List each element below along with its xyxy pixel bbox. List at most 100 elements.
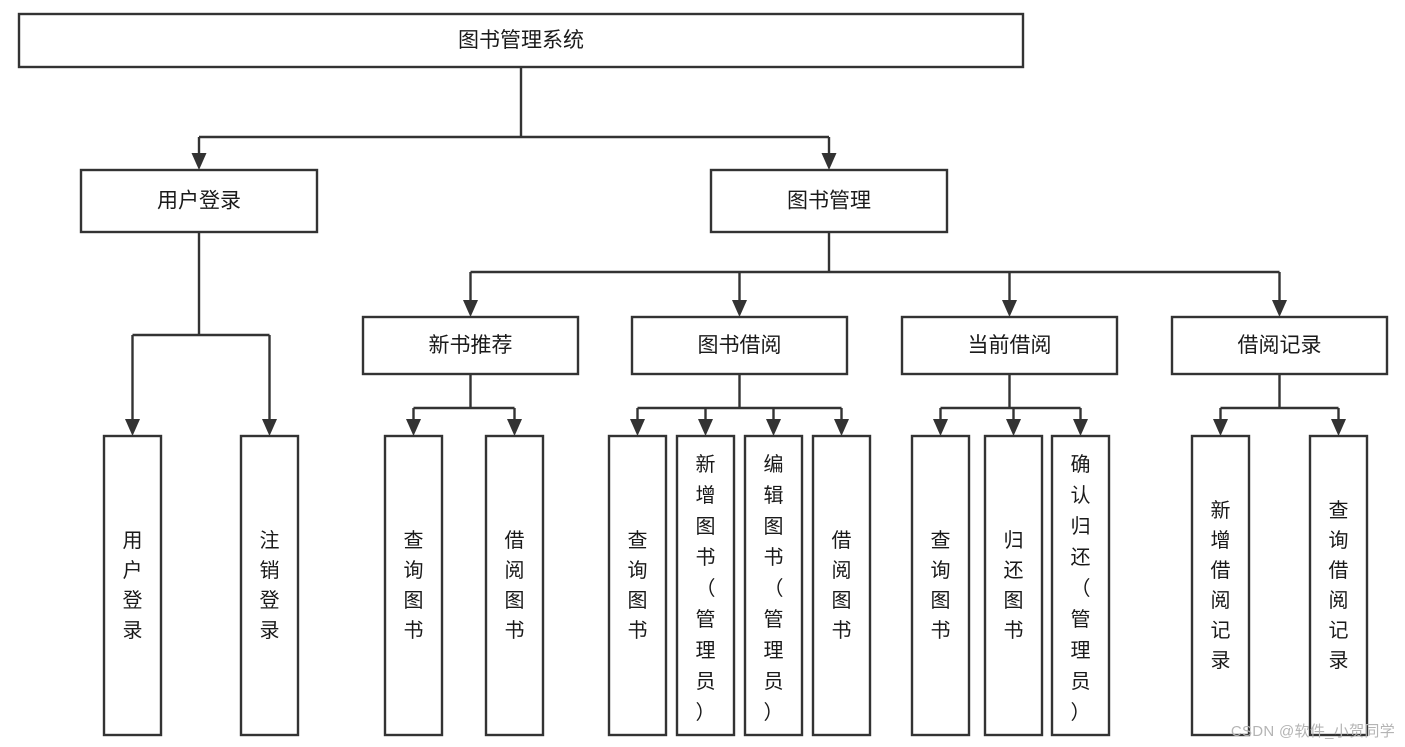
node-box-user-login: [79, 168, 319, 234]
node-label-char-leaf-query-book-rec-2: 图: [404, 590, 424, 612]
watermark-text: CSDN @软件_小贺同学: [1230, 723, 1395, 740]
node-label-char-leaf-query-book-cb-2: 图: [931, 590, 951, 612]
node-label-char-leaf-borrow-book-rec-3: 书: [505, 619, 525, 642]
node-label-char-leaf-edit-book-5: 管: [764, 608, 784, 631]
node-label-char-leaf-add-book-3: 书: [696, 546, 716, 569]
node-box-leaf-borrow-book-rec: [484, 434, 545, 737]
node-book-manage[interactable]: 图书管理: [709, 168, 949, 234]
node-book-borrow[interactable]: 图书借阅: [630, 315, 849, 376]
node-label-user-login: 用户登录: [157, 190, 241, 213]
node-box-leaf-query-record: [1308, 434, 1369, 737]
node-label-char-leaf-confirm-return-0: 确: [1071, 453, 1091, 476]
node-label-char-leaf-confirm-return-7: 员: [1071, 671, 1091, 693]
node-box-leaf-user-login: [102, 434, 163, 737]
node-label-char-leaf-confirm-return-2: 归: [1071, 515, 1091, 538]
arrow-head-root-0: [191, 153, 207, 170]
node-user-login[interactable]: 用户登录: [79, 168, 319, 234]
arrow-head-bookborrow-2: [766, 419, 781, 436]
node-label-char-leaf-query-record-3: 阅: [1329, 589, 1349, 612]
node-label-char-leaf-query-record-1: 询: [1329, 529, 1349, 552]
node-leaf-user-login[interactable]: 用户登录: [102, 434, 163, 737]
node-label-new-book-rec: 新书推荐: [429, 334, 513, 357]
node-label-char-leaf-edit-book-7: 员: [764, 671, 784, 693]
node-label-char-leaf-user-login-3: 录: [123, 620, 143, 642]
arrow-head-bookborrow-3: [834, 419, 849, 436]
arrow-head-root-1: [821, 153, 837, 170]
node-label-char-leaf-add-book-1: 增: [696, 484, 716, 507]
node-label-char-leaf-user-login-1: 户: [123, 559, 143, 582]
node-label-char-leaf-add-book-7: 员: [696, 671, 716, 693]
node-label-char-leaf-add-book-6: 理: [696, 640, 716, 662]
node-label-char-leaf-query-book-cb-0: 查: [931, 529, 951, 552]
node-label-char-leaf-borrow-book-br-0: 借: [832, 529, 852, 552]
node-label-char-leaf-borrow-book-br-3: 书: [832, 619, 852, 642]
node-label-char-leaf-user-logout-1: 销: [260, 559, 280, 582]
node-root[interactable]: 图书管理系统: [17, 12, 1025, 69]
node-label-char-leaf-add-record-4: 记: [1211, 619, 1231, 642]
arrow-head-newbook-1: [507, 419, 522, 436]
node-label-char-leaf-borrow-book-rec-0: 借: [505, 529, 525, 552]
node-box-leaf-return-book: [983, 434, 1044, 737]
node-label-char-leaf-borrow-book-rec-1: 阅: [505, 559, 525, 582]
arrow-head-bookmanage-3: [1272, 300, 1287, 317]
node-label-char-leaf-user-logout-0: 注: [260, 529, 280, 552]
node-box-current-borrow: [900, 315, 1119, 376]
arrow-head-userlogin-1: [262, 419, 277, 436]
node-label-char-leaf-edit-book-6: 理: [764, 640, 784, 662]
node-label-char-leaf-user-login-2: 登: [123, 589, 143, 612]
node-box-leaf-confirm-return: [1050, 434, 1111, 737]
node-current-borrow[interactable]: 当前借阅: [900, 315, 1119, 376]
node-label-book-borrow: 图书借阅: [698, 334, 782, 357]
node-box-leaf-query-book-cb: [910, 434, 971, 737]
node-label-char-leaf-return-book-0: 归: [1004, 529, 1024, 552]
node-label-char-leaf-add-record-0: 新: [1211, 499, 1231, 522]
node-label-char-leaf-query-book-rec-3: 书: [404, 619, 424, 642]
node-label-char-leaf-edit-book-2: 图: [764, 516, 784, 538]
node-label-char-leaf-edit-book-8: ）: [764, 701, 784, 724]
node-label-char-leaf-confirm-return-8: ）: [1071, 701, 1091, 724]
node-box-leaf-borrow-book-br: [811, 434, 872, 737]
node-box-leaf-query-book-br: [607, 434, 668, 737]
node-borrow-record[interactable]: 借阅记录: [1170, 315, 1389, 376]
node-label-char-leaf-confirm-return-5: 管: [1071, 608, 1091, 631]
node-label-char-leaf-user-login-0: 用: [123, 530, 143, 552]
node-label-char-leaf-user-logout-3: 录: [260, 620, 280, 642]
node-box-book-manage: [709, 168, 949, 234]
node-label-char-leaf-query-record-0: 查: [1329, 499, 1349, 522]
arrow-head-currentborrow-1: [1006, 419, 1021, 436]
node-label-char-leaf-add-record-2: 借: [1211, 559, 1231, 582]
arrow-head-newbook-0: [406, 419, 421, 436]
node-label-char-leaf-edit-book-3: 书: [764, 546, 784, 569]
arrow-head-currentborrow-0: [933, 419, 948, 436]
node-label-char-leaf-edit-book-1: 辑: [764, 484, 784, 507]
arrow-head-bookborrow-1: [698, 419, 713, 436]
node-label-char-leaf-confirm-return-3: 还: [1071, 546, 1091, 569]
node-label-char-leaf-edit-book-0: 编: [764, 453, 784, 476]
node-label-char-leaf-query-book-br-0: 查: [628, 529, 648, 552]
arrow-head-borrowrecord-0: [1213, 419, 1228, 436]
node-layer: 图书管理系统用户登录图书管理新书推荐图书借阅当前借阅借阅记录用户登录注销登录查询…: [17, 12, 1389, 737]
node-new-book-rec[interactable]: 新书推荐: [361, 315, 580, 376]
node-label-borrow-record: 借阅记录: [1238, 334, 1322, 357]
node-label-char-leaf-query-book-rec-0: 查: [404, 529, 424, 552]
arrow-head-bookmanage-2: [1002, 300, 1017, 317]
node-label-char-leaf-edit-book-4: （: [764, 577, 784, 600]
node-label-char-leaf-confirm-return-4: （: [1071, 577, 1091, 600]
node-label-char-leaf-query-book-br-3: 书: [628, 619, 648, 642]
arrow-head-borrowrecord-1: [1331, 419, 1346, 436]
node-label-char-leaf-confirm-return-6: 理: [1071, 640, 1091, 662]
